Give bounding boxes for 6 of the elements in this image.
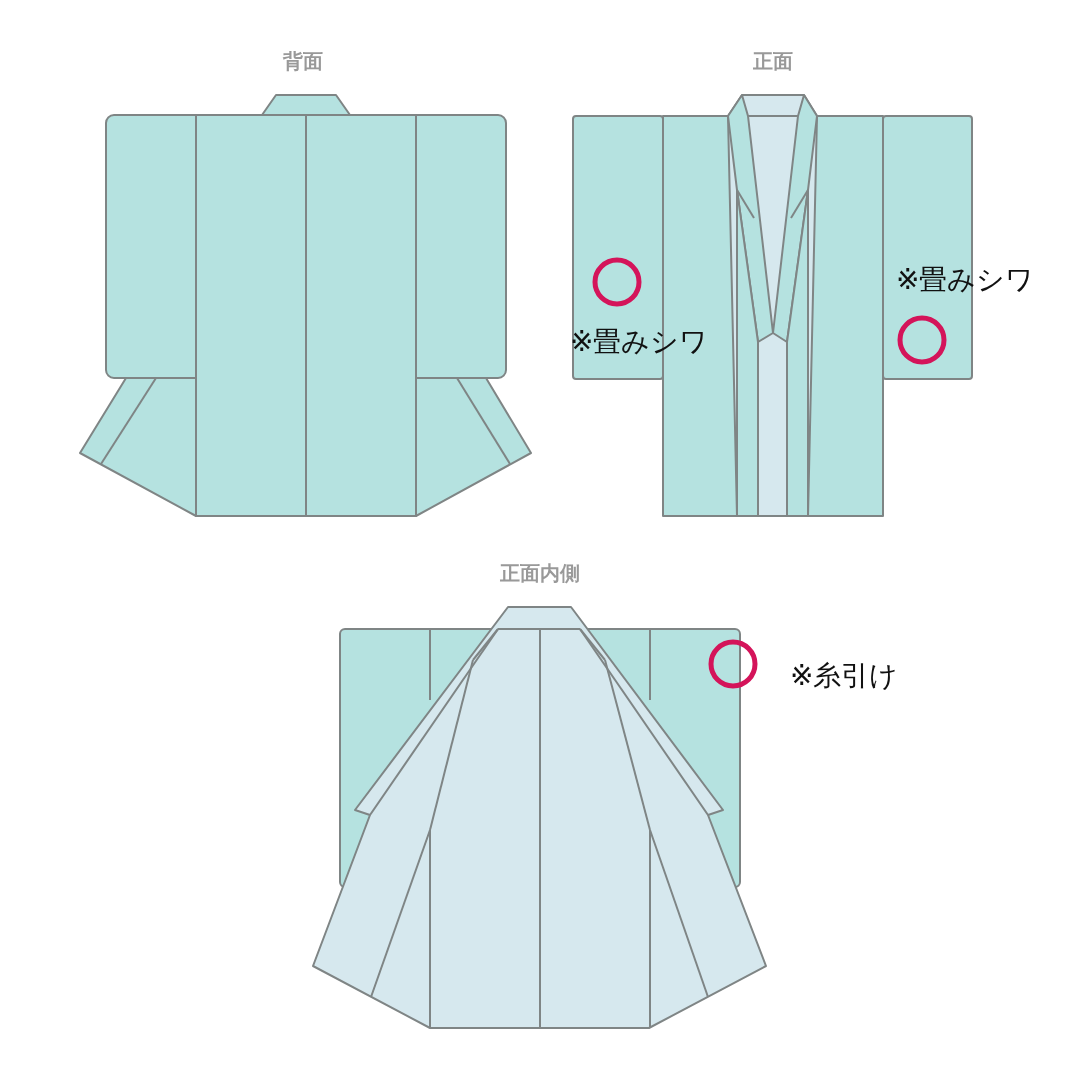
note-text: ※畳みシワ [896,262,1035,298]
view-heading: 正面 [753,48,793,75]
note-text: ※糸引け [790,658,899,694]
view-heading: 正面内側 [500,560,580,587]
view-heading: 背面 [283,48,323,75]
note-text: ※畳みシワ [570,324,709,360]
